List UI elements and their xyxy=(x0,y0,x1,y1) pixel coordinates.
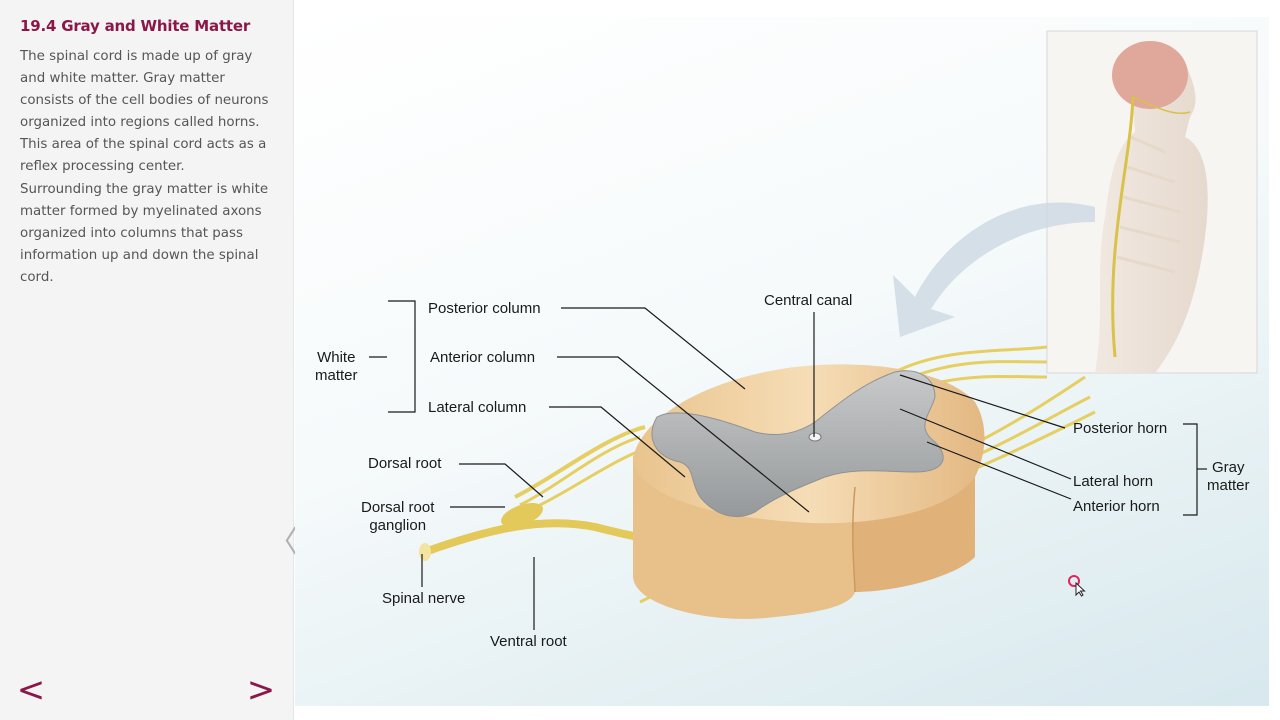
label-white-matter-line1: White xyxy=(317,349,356,366)
label-dorsal-root-ganglion: Dorsal root ganglion xyxy=(361,499,434,535)
gray-matter-shape xyxy=(651,370,944,518)
label-central-canal: Central canal xyxy=(764,292,853,309)
label-gray-matter-line2: matter xyxy=(1207,477,1250,494)
label-white-matter-line2: matter xyxy=(315,367,358,384)
label-anterior-column: Anterior column xyxy=(430,349,536,366)
body-inset xyxy=(1046,30,1258,374)
ganglion-shape xyxy=(501,502,543,528)
spinal-nerve-end xyxy=(419,543,431,561)
label-gray-matter-line1: Gray xyxy=(1212,459,1245,476)
leader-lines xyxy=(369,300,1207,630)
label-ventral-root: Ventral root xyxy=(490,633,567,650)
spinal-cord-segment xyxy=(633,364,985,619)
body-line: cord. xyxy=(20,269,54,285)
mouse-cursor-icon xyxy=(1068,575,1086,597)
body-line: The spinal cord is made up of gray xyxy=(20,49,253,64)
label-gray-matter: Gray matter xyxy=(1207,459,1250,495)
section-body: The spinal cord is made up of gray and w… xyxy=(20,46,276,289)
label-anterior-horn: Anterior horn xyxy=(1073,498,1160,515)
collapse-sidebar-button[interactable]: 〈 xyxy=(268,525,298,560)
body-line: information up and down the spinal xyxy=(20,247,259,263)
sidebar: 19.4 Gray and White Matter The spinal co… xyxy=(0,0,294,720)
section-title: 19.4 Gray and White Matter xyxy=(20,17,251,35)
body-line: and white matter. Gray matter xyxy=(20,71,225,87)
label-ganglion-line2: ganglion xyxy=(369,517,427,534)
label-posterior-horn: Posterior horn xyxy=(1073,420,1168,437)
body-line: organized into columns that pass xyxy=(20,225,243,241)
next-page-button[interactable]: > xyxy=(246,670,276,710)
arrow-icon xyxy=(893,202,1095,337)
label-lateral-horn: Lateral horn xyxy=(1073,473,1154,490)
spinal-cord-illustration xyxy=(369,30,1258,630)
label-posterior-column: Posterior column xyxy=(428,300,541,317)
body-line: reflex processing center. xyxy=(20,159,185,175)
label-white-matter: White matter xyxy=(315,349,358,385)
body-line: Surrounding the gray matter is white xyxy=(20,181,269,197)
label-ganglion-line1: Dorsal root xyxy=(361,499,435,516)
spinal-cord-figure: White matter Posterior column Anterior c… xyxy=(295,17,1269,706)
body-line: matter formed by myelinated axons xyxy=(20,203,262,219)
label-dorsal-root: Dorsal root xyxy=(368,455,442,472)
body-line: This area of the spinal cord acts as a xyxy=(20,137,267,153)
label-spinal-nerve: Spinal nerve xyxy=(382,590,466,607)
body-line: consists of the cell bodies of neurons xyxy=(20,93,269,109)
label-lateral-column: Lateral column xyxy=(428,399,527,416)
central-canal-hole xyxy=(808,432,822,442)
previous-page-button[interactable]: < xyxy=(16,670,46,710)
body-line: organized into regions called horns. xyxy=(20,115,260,131)
